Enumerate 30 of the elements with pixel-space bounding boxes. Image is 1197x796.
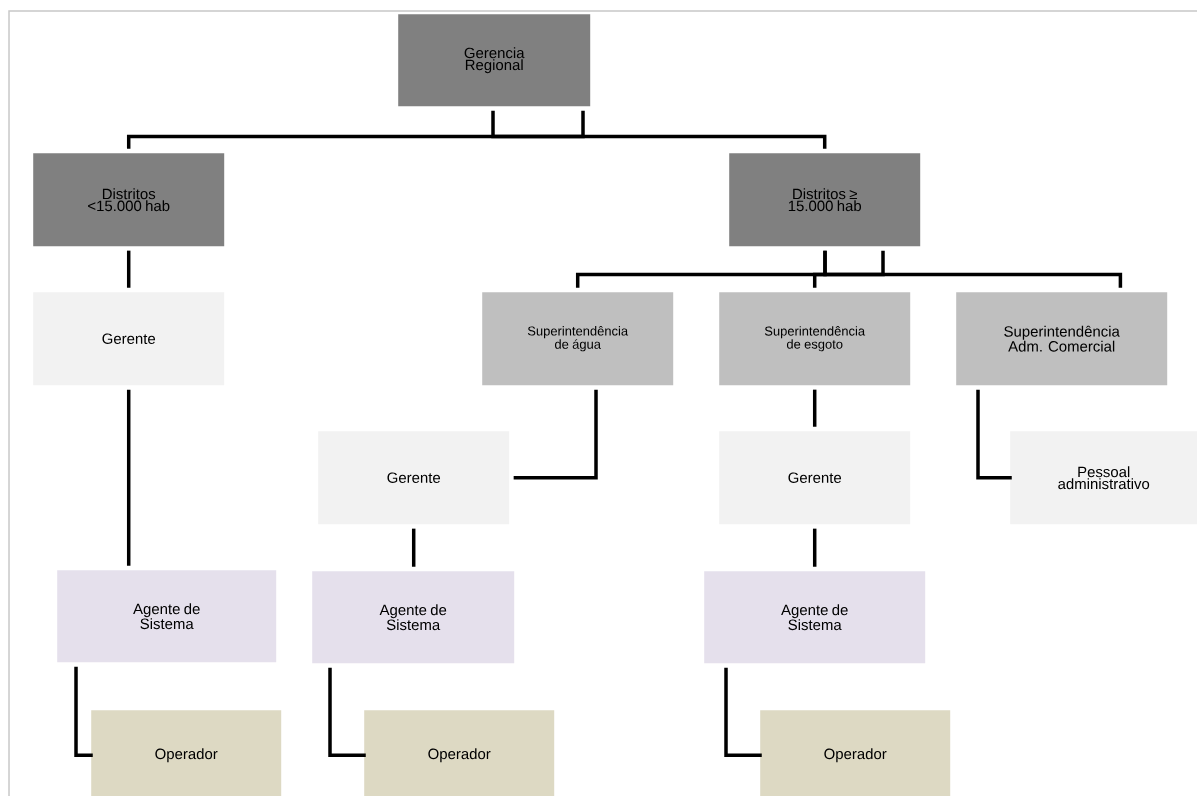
org-box: Agente de Sistema bbox=[57, 570, 277, 663]
org-box: Operador bbox=[364, 710, 555, 796]
connector-line bbox=[513, 389, 598, 480]
connector-line bbox=[812, 528, 817, 567]
connector-line bbox=[126, 389, 131, 566]
org-box: Operador bbox=[91, 710, 282, 796]
org-box: Superintendência de esgoto bbox=[719, 292, 911, 386]
org-box: Pessoal administrativo bbox=[1010, 431, 1197, 525]
connector-line bbox=[976, 389, 1012, 480]
org-box: Operador bbox=[760, 710, 951, 796]
connector-line bbox=[126, 250, 131, 288]
org-box: Gerente bbox=[318, 431, 510, 525]
connector-line bbox=[126, 110, 585, 149]
org-box: Gerencia Regional bbox=[398, 14, 591, 107]
connector-line bbox=[575, 250, 885, 288]
org-box: Gerente bbox=[33, 292, 225, 386]
connector-line bbox=[491, 110, 827, 149]
org-box: Agente de Sistema bbox=[704, 571, 926, 664]
connector-line bbox=[724, 667, 762, 757]
org-box: Distritos ≥ 15.000 hab bbox=[729, 153, 921, 247]
connector-line bbox=[74, 666, 93, 757]
connector-line bbox=[411, 528, 416, 567]
org-box: Superintendência de água bbox=[482, 292, 674, 386]
org-box: Superintendência Adm. Comercial bbox=[956, 292, 1168, 386]
org-box: Agente de Sistema bbox=[312, 571, 515, 664]
connector-line bbox=[812, 389, 817, 427]
connector-line bbox=[328, 667, 366, 757]
connector-line bbox=[823, 250, 1123, 288]
org-box: Gerente bbox=[719, 431, 911, 525]
org-box: Distritos <15.000 hab bbox=[33, 153, 225, 247]
